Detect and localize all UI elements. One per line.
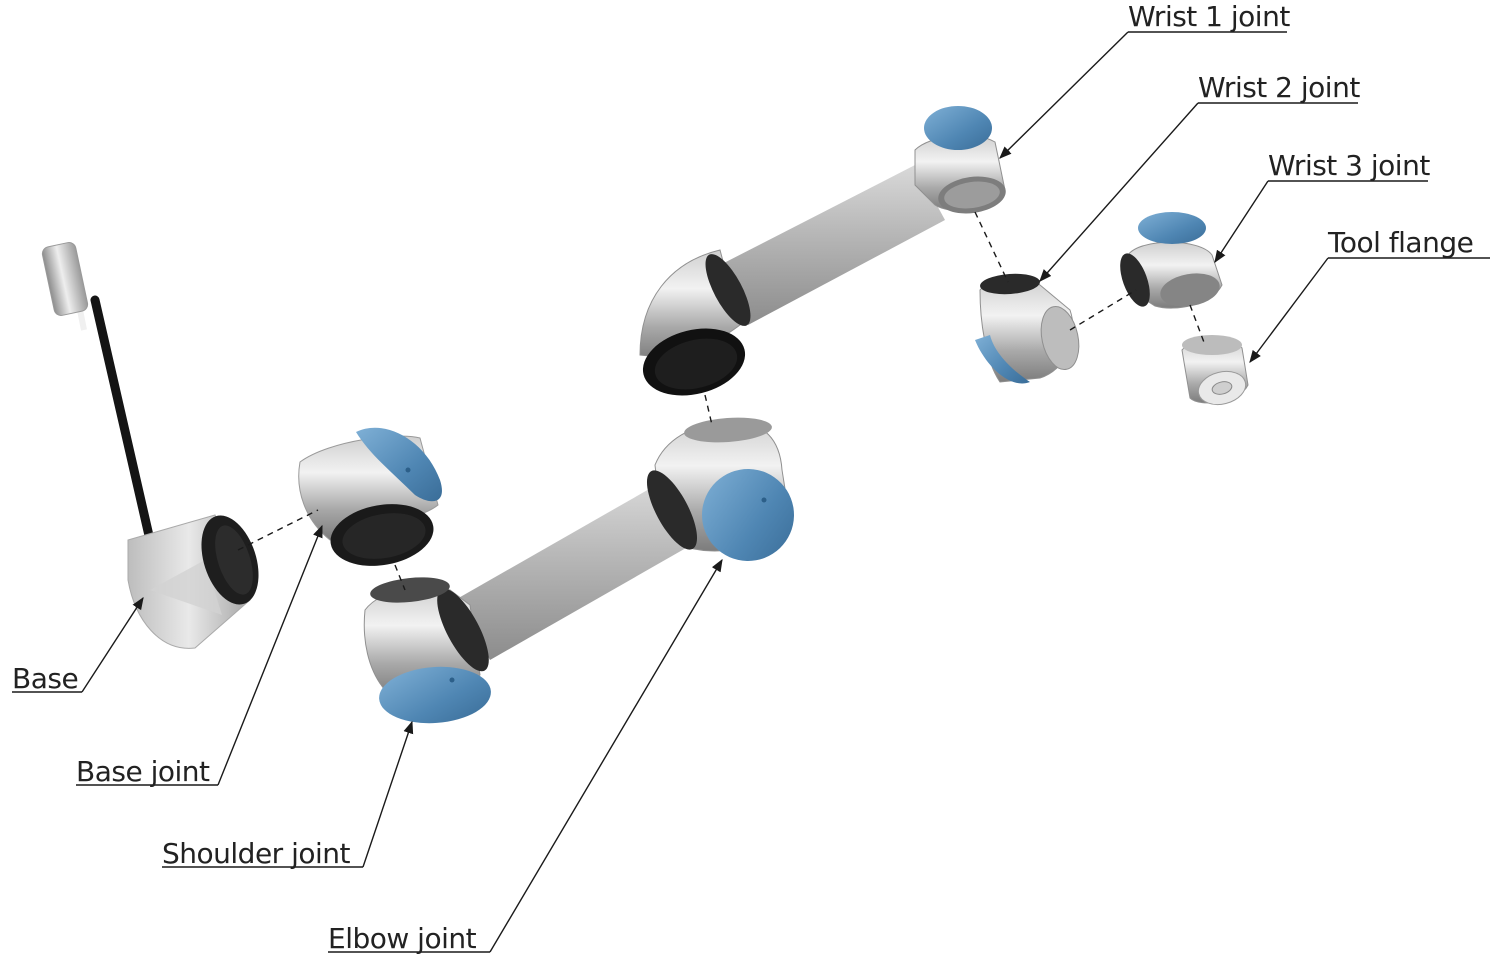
callout-elbow-joint: Elbow joint bbox=[328, 558, 723, 955]
label-base: Base bbox=[12, 662, 78, 695]
forearm-part bbox=[639, 106, 1006, 396]
label-wrist-1-joint: Wrist 1 joint bbox=[1128, 0, 1290, 33]
callout-wrist-3-joint: Wrist 3 joint bbox=[1214, 149, 1431, 264]
shoulder-blue-cap bbox=[379, 666, 491, 724]
shoulder-joint-part bbox=[363, 480, 700, 724]
wrist-2-blue-cap bbox=[975, 335, 1030, 384]
callout-wrist-1-joint: Wrist 1 joint bbox=[999, 0, 1291, 159]
elbow-joint-part bbox=[646, 417, 794, 561]
assembly-lines bbox=[237, 211, 1206, 591]
label-tool-flange: Tool flange bbox=[1327, 226, 1473, 259]
wrist-3-part bbox=[1120, 212, 1223, 309]
callout-tool-flange: Tool flange bbox=[1249, 226, 1490, 364]
wrist-2-part bbox=[975, 273, 1080, 384]
label-wrist-2-joint: Wrist 2 joint bbox=[1198, 71, 1360, 104]
upper-arm-tube bbox=[455, 480, 700, 660]
cable-connector bbox=[41, 242, 89, 316]
wrist-1-blue-cap bbox=[924, 106, 992, 150]
wrist-3-blue-cap bbox=[1138, 212, 1206, 244]
base-part bbox=[41, 242, 259, 649]
label-elbow-joint: Elbow joint bbox=[328, 922, 477, 955]
base-joint-part bbox=[298, 427, 442, 566]
forearm-tube bbox=[720, 165, 945, 325]
label-shoulder-joint: Shoulder joint bbox=[162, 837, 351, 870]
label-base-joint: Base joint bbox=[76, 755, 210, 788]
callout-base: Base bbox=[12, 596, 144, 695]
callout-wrist-2-joint: Wrist 2 joint bbox=[1039, 71, 1361, 282]
label-wrist-3-joint: Wrist 3 joint bbox=[1268, 149, 1430, 182]
base-cable bbox=[90, 295, 155, 545]
base-joint-blue-cap bbox=[356, 427, 442, 502]
elbow-blue-cap bbox=[702, 469, 794, 561]
tool-flange-part bbox=[1181, 335, 1249, 406]
callout-base-joint: Base joint bbox=[76, 524, 323, 788]
callout-shoulder-joint: Shoulder joint bbox=[162, 720, 414, 870]
